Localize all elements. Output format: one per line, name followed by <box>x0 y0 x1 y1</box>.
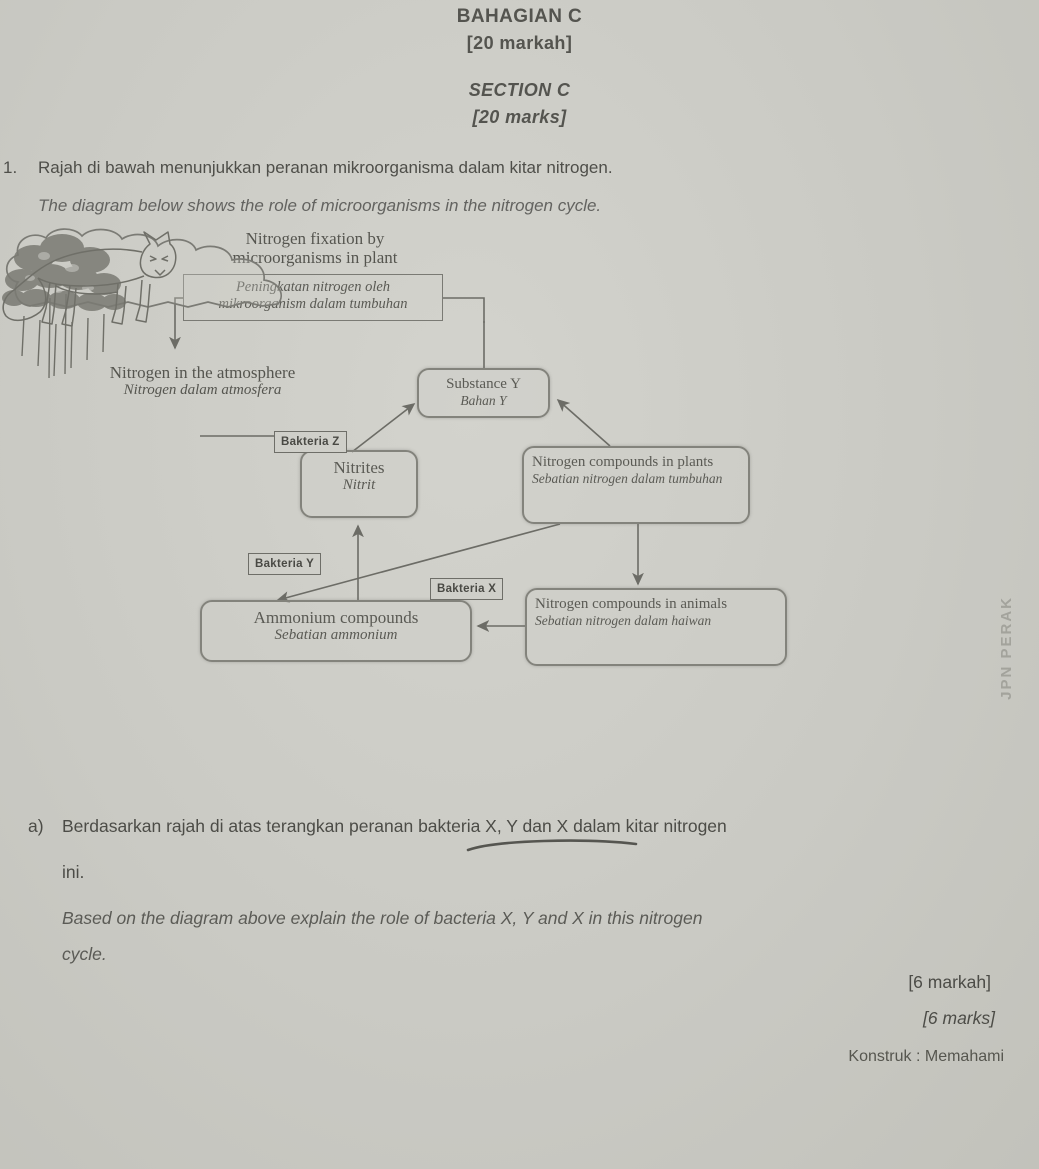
atmosphere-label-bm: Nitrogen dalam atmosfera <box>123 382 282 399</box>
plants-label-en: Nitrogen compounds in plants <box>532 454 714 470</box>
part-a-bm-line2: ini. <box>62 862 85 882</box>
nitrites-label-en: Nitrites <box>333 458 385 477</box>
ammonium-box: Ammonium compounds Sebatian ammonium <box>200 600 472 662</box>
fox-illustration <box>2 231 177 327</box>
question-stem-en: The diagram below shows the role of micr… <box>38 196 602 215</box>
atmosphere-label: Nitrogen in the atmosphere Nitrogen dala… <box>45 363 360 399</box>
part-a-marks-en: [6 marks] <box>923 1008 995 1028</box>
bacteria-z-tag: Bakteria Z <box>274 431 347 453</box>
bacteria-x-tag: Bakteria X <box>430 578 504 600</box>
fixation-title: Nitrogen fixation by microorganisms in p… <box>232 229 398 267</box>
plants-label-bm: Sebatian nitrogen dalam tumbuhan <box>532 471 723 487</box>
part-a-en-line1: Based on the diagram above explain the r… <box>62 908 703 928</box>
heading-bahagian-c: BAHAGIAN C <box>456 6 583 27</box>
trees-illustration <box>2 234 126 379</box>
watermark-text: JPN PERAK <box>998 596 1015 700</box>
question-number: 1. <box>3 158 18 177</box>
animals-label-en: Nitrogen compounds in animals <box>535 596 728 612</box>
substance-y-box: Substance Y Bahan Y <box>417 368 550 418</box>
nitrogen-cycle-diagram: Nitrogen fixation by microorganisms in p… <box>0 228 1039 728</box>
heading-section-c: SECTION C <box>468 80 571 100</box>
nitrites-box: Nitrites Nitrit <box>300 450 418 518</box>
substance-y-label-en: Substance Y <box>446 376 521 392</box>
nitrites-label-bm: Nitrit <box>342 477 376 494</box>
animals-label-bm: Sebatian nitrogen dalam haiwan <box>535 613 712 629</box>
diagram-connectors <box>169 297 644 632</box>
bacteria-y-tag: Bakteria Y <box>248 553 322 575</box>
ammonium-label-bm: Sebatian ammonium <box>274 627 398 644</box>
konstruk-label: Konstruk : Memahami <box>848 1048 1004 1065</box>
plants-box: Nitrogen compounds in plants Sebatian ni… <box>522 446 750 524</box>
substance-y-label-bm: Bahan Y <box>460 393 507 409</box>
part-a-bm-line1: Berdasarkan rajah di atas terangkan pera… <box>62 816 727 836</box>
handwritten-underline <box>466 839 638 852</box>
question-stem-bm: Rajah di bawah menunjukkan peranan mikro… <box>38 158 613 177</box>
atmosphere-label-en: Nitrogen in the atmosphere <box>109 363 296 382</box>
part-a-marks-bm: [6 markah] <box>908 972 991 992</box>
part-a-letter: a) <box>28 816 44 836</box>
heading-marks: [20 marks] <box>472 107 567 127</box>
ammonium-label-en: Ammonium compounds <box>253 608 419 627</box>
animals-box: Nitrogen compounds in animals Sebatian n… <box>525 588 787 666</box>
heading-markah: [20 markah] <box>466 33 573 53</box>
part-a-en-line2: cycle. <box>62 944 107 964</box>
